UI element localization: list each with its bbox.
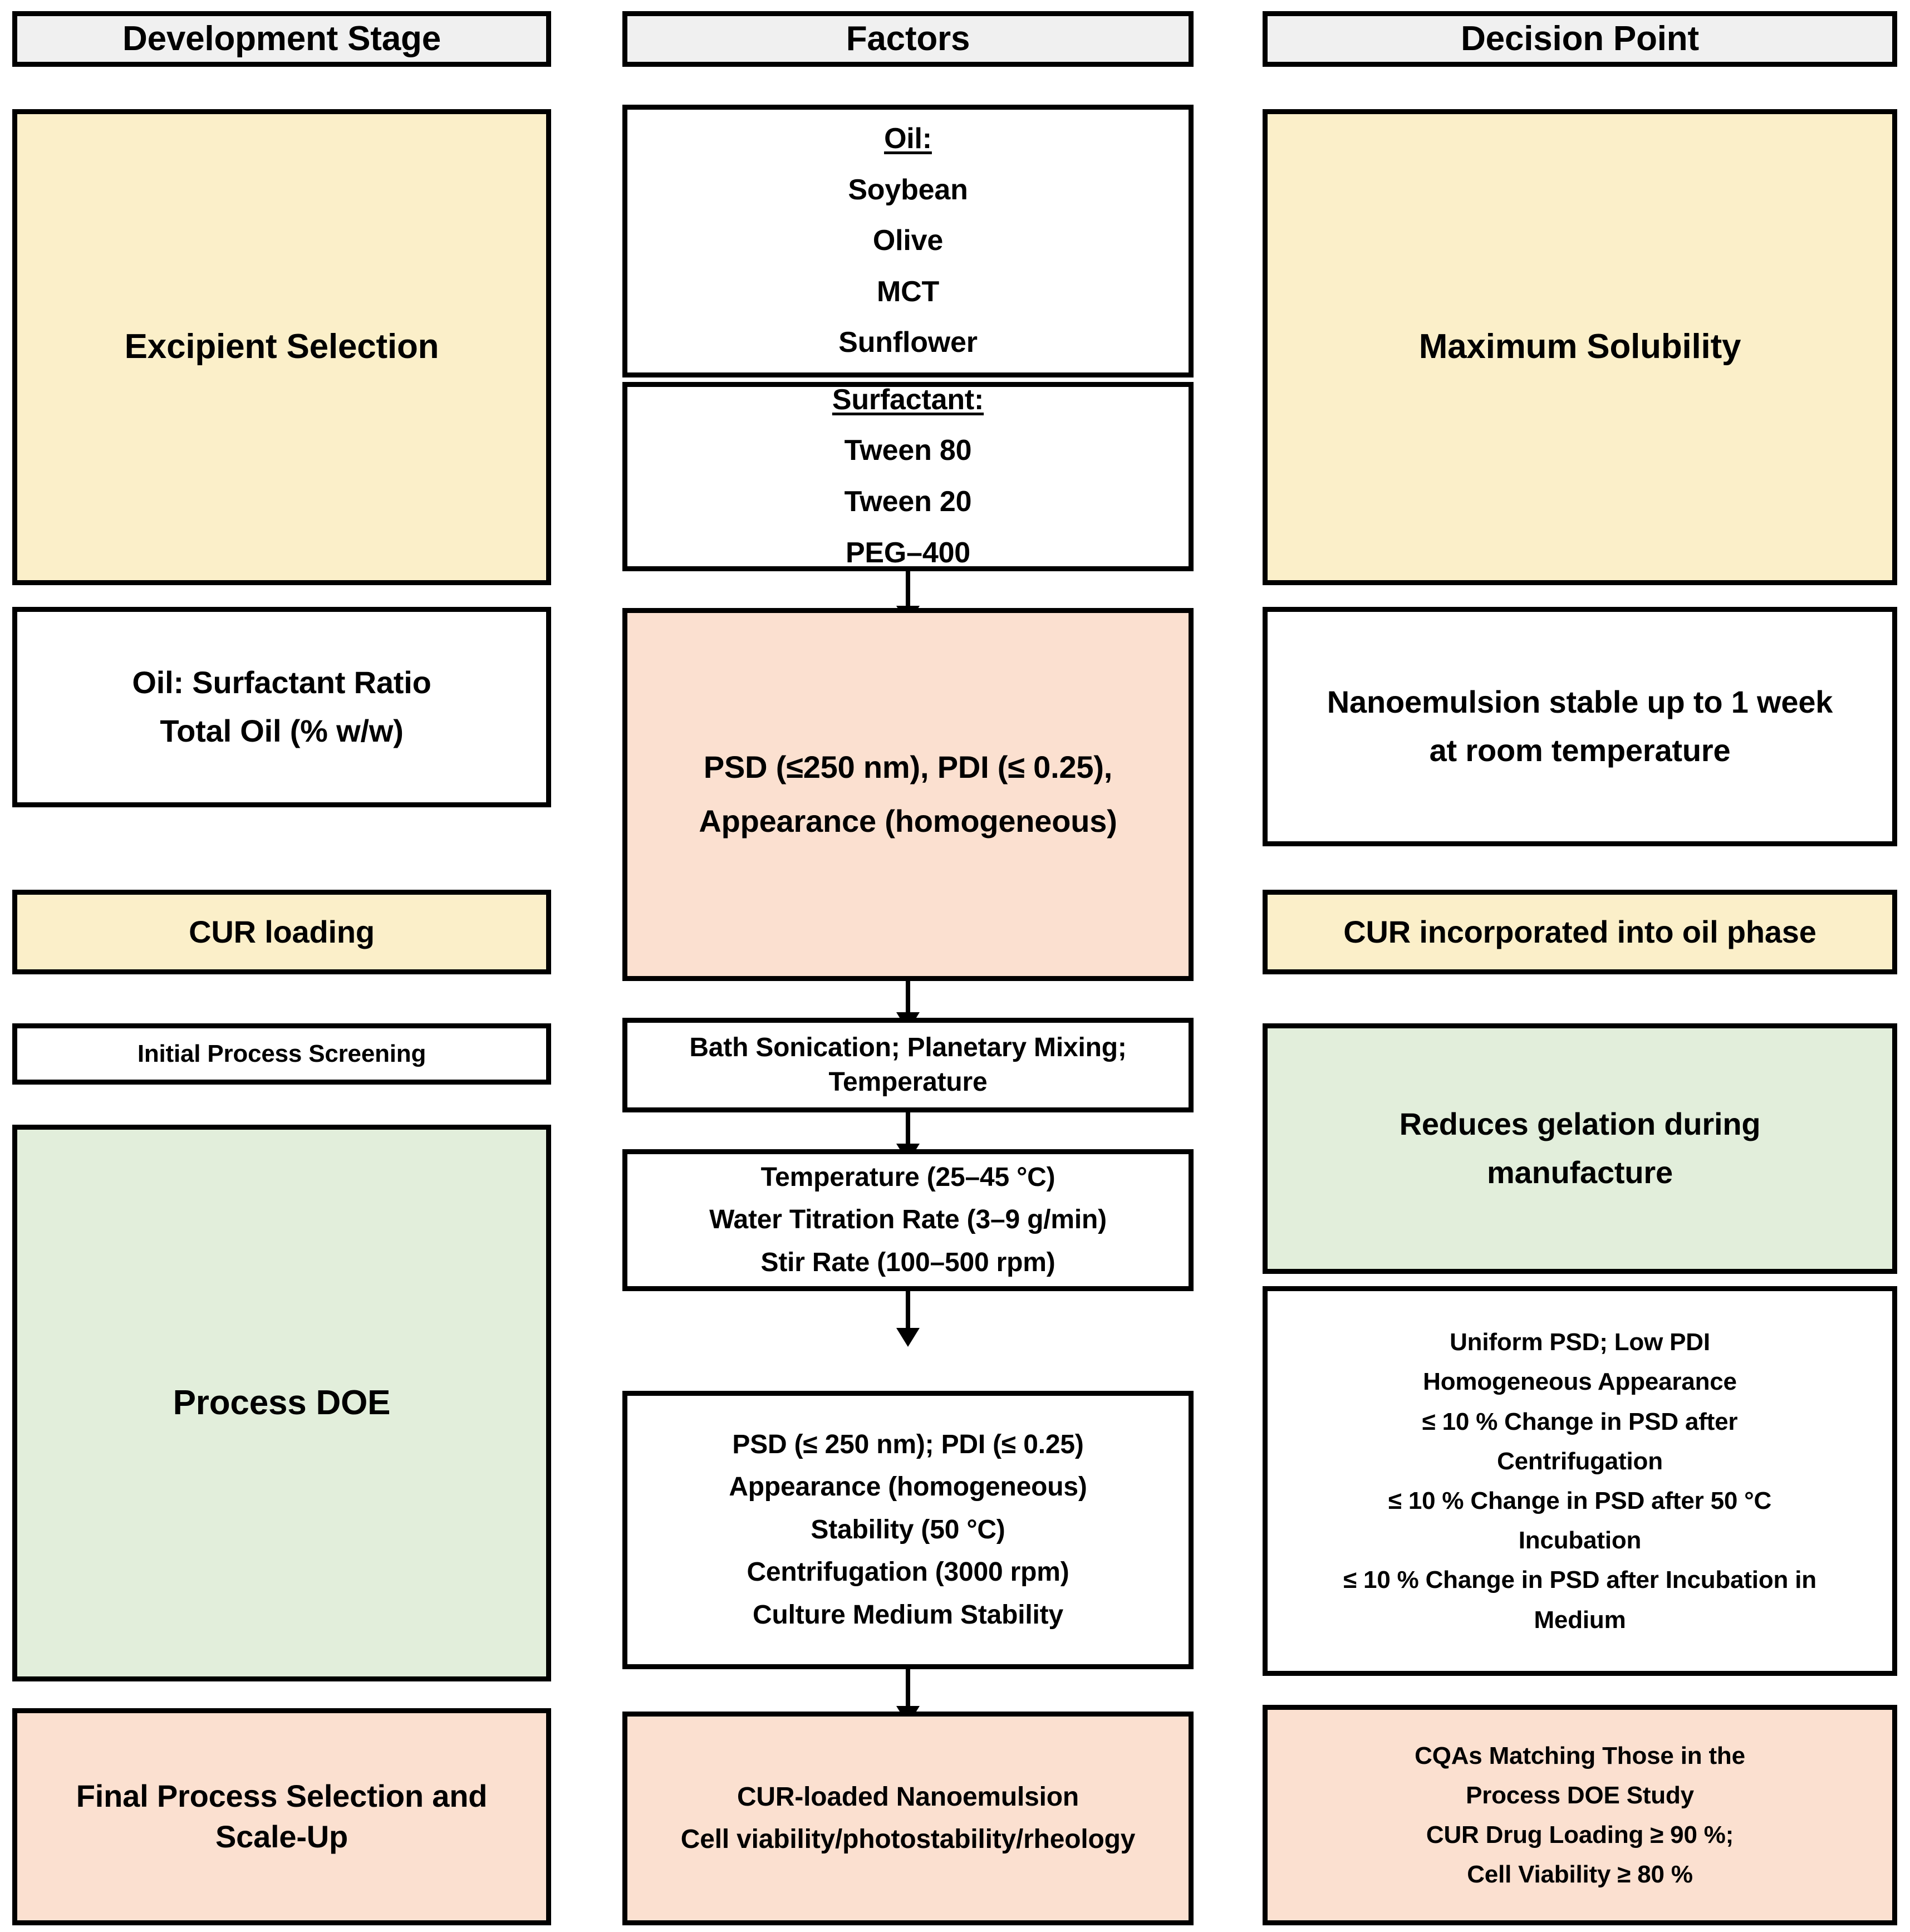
decision-doe-criteria-lines: Uniform PSD; Low PDI Homogeneous Appeara… [1275, 1322, 1884, 1640]
doe-criteria-line-1: Uniform PSD; Low PDI [1450, 1328, 1710, 1356]
stage-process-doe-label: Process DOE [173, 1383, 391, 1422]
factors-surfactant-item-2: Tween 20 [844, 486, 972, 518]
factors-process-screening-lines: Bath Sonication; Planetary Mixing; Tempe… [635, 1031, 1181, 1100]
factors-doe-factor-lines: Temperature (25–45 °C) Water Titration R… [635, 1156, 1181, 1284]
doe-criteria-line-4: Centrifugation [1497, 1447, 1663, 1475]
doe-factor-line-1: Temperature (25–45 °C) [760, 1162, 1055, 1192]
gelation-line-2: manufacture [1487, 1155, 1673, 1190]
decision-nanoemulsion-stability: Nanoemulsion stable up to 1 week at room… [1263, 607, 1897, 846]
final-nanoemulsion-line-2: Cell viability/photostability/rheology [680, 1825, 1136, 1854]
stage-oil-surfactant-ratio-lines: Oil: Surfactant Ratio Total Oil (% w/w) [25, 659, 538, 756]
decision-final-criteria-lines: CQAs Matching Those in the Process DOE S… [1275, 1736, 1884, 1895]
factors-oil-item-1: Soybean [848, 173, 968, 206]
factors-doe-responses: PSD (≤ 250 nm); PDI (≤ 0.25) Appearance … [622, 1391, 1194, 1669]
stage-process-doe: Process DOE [12, 1125, 551, 1681]
decision-final-criteria: CQAs Matching Those in the Process DOE S… [1263, 1705, 1897, 1925]
factors-surfactant-item-3: PEG–400 [845, 536, 971, 569]
final-criteria-line-4: Cell Viability ≥ 80 % [1467, 1861, 1693, 1889]
final-nanoemulsion-line-1: CUR-loaded Nanoemulsion [736, 1782, 1079, 1812]
factors-oil-lines: Oil: Soybean Olive MCT Sunflower [635, 114, 1181, 369]
doe-factor-line-3: Stir Rate (100–500 rpm) [760, 1247, 1055, 1277]
total-oil-line: Total Oil (% w/w) [160, 713, 404, 748]
factors-oil-list: Oil: Soybean Olive MCT Sunflower [622, 105, 1194, 377]
column-header-factors: Factors [622, 11, 1194, 67]
column-header-development-stage-label: Development Stage [122, 19, 441, 58]
doe-response-line-5: Culture Medium Stability [753, 1600, 1063, 1630]
decision-doe-criteria: Uniform PSD; Low PDI Homogeneous Appeara… [1263, 1286, 1897, 1676]
excipient-cqa-line-2: Appearance (homogeneous) [699, 803, 1117, 838]
factors-doe-factors: Temperature (25–45 °C) Water Titration R… [622, 1149, 1194, 1291]
oil-surfactant-ratio-line: Oil: Surfactant Ratio [132, 665, 431, 700]
factors-final-nanoemulsion: CUR-loaded Nanoemulsion Cell viability/p… [622, 1712, 1194, 1925]
factors-oil-item-2: Olive [872, 224, 944, 257]
doe-response-line-1: PSD (≤ 250 nm); PDI (≤ 0.25) [732, 1430, 1084, 1460]
process-screening-line-2: Temperature [828, 1067, 988, 1097]
decision-nanoemulsion-stability-lines: Nanoemulsion stable up to 1 week at room… [1275, 678, 1884, 775]
factors-surfactant-item-1: Tween 80 [844, 434, 972, 467]
factors-doe-response-lines: PSD (≤ 250 nm); PDI (≤ 0.25) Appearance … [635, 1424, 1181, 1636]
doe-response-line-2: Appearance (homogeneous) [729, 1472, 1087, 1502]
doe-criteria-line-8: Medium [1534, 1606, 1626, 1634]
final-process-line-1: Final Process Selection and [76, 1778, 488, 1814]
factors-final-lines: CUR-loaded Nanoemulsion Cell viability/p… [635, 1776, 1181, 1861]
factors-excipient-cqas: PSD (≤250 nm), PDI (≤ 0.25), Appearance … [622, 608, 1194, 981]
stage-initial-process-screening: Initial Process Screening [12, 1023, 551, 1085]
decision-reduces-gelation: Reduces gelation during manufacture [1263, 1023, 1897, 1274]
stage-excipient-selection: Excipient Selection [12, 109, 551, 585]
doe-criteria-line-2: Homogeneous Appearance [1423, 1368, 1737, 1396]
decision-reduces-gelation-lines: Reduces gelation during manufacture [1275, 1100, 1884, 1197]
stage-excipient-selection-label: Excipient Selection [124, 327, 439, 366]
stability-line-1: Nanoemulsion stable up to 1 week [1327, 684, 1833, 720]
final-criteria-line-3: CUR Drug Loading ≥ 90 %; [1426, 1821, 1734, 1848]
factors-surfactant-heading: Surfactant: [832, 383, 984, 416]
stage-final-process-selection: Final Process Selection and Scale-Up [12, 1708, 551, 1925]
column-header-factors-label: Factors [846, 19, 970, 58]
final-process-line-2: Scale-Up [215, 1819, 348, 1854]
decision-cur-oil-phase-label: CUR incorporated into oil phase [1343, 914, 1816, 949]
factors-surfactant-list: Surfactant: Tween 80 Tween 20 PEG–400 [622, 382, 1194, 571]
excipient-cqa-line-1: PSD (≤250 nm), PDI (≤ 0.25), [703, 749, 1113, 785]
factors-surfactant-lines: Surfactant: Tween 80 Tween 20 PEG–400 [635, 375, 1181, 578]
decision-maximum-solubility: Maximum Solubility [1263, 109, 1897, 585]
doe-criteria-line-5: ≤ 10 % Change in PSD after 50 °C [1388, 1487, 1772, 1514]
process-screening-line-1: Bath Sonication; Planetary Mixing; [689, 1032, 1127, 1062]
doe-response-line-4: Centrifugation (3000 rpm) [747, 1557, 1069, 1587]
doe-criteria-line-6: Incubation [1518, 1527, 1642, 1555]
factors-excipient-cqa-lines: PSD (≤250 nm), PDI (≤ 0.25), Appearance … [635, 741, 1181, 849]
factors-process-screening: Bath Sonication; Planetary Mixing; Tempe… [622, 1018, 1194, 1112]
column-header-development-stage: Development Stage [12, 11, 551, 67]
stage-final-process-lines: Final Process Selection and Scale-Up [25, 1776, 538, 1857]
stage-oil-surfactant-ratio: Oil: Surfactant Ratio Total Oil (% w/w) [12, 607, 551, 807]
stage-cur-loading-label: CUR loading [189, 914, 375, 949]
decision-cur-oil-phase: CUR incorporated into oil phase [1263, 890, 1897, 974]
final-criteria-line-1: CQAs Matching Those in the [1415, 1742, 1745, 1769]
column-header-decision-point-label: Decision Point [1461, 19, 1699, 58]
stage-initial-process-screening-label: Initial Process Screening [137, 1040, 426, 1068]
factors-oil-item-3: MCT [876, 275, 940, 308]
column-header-decision-point: Decision Point [1263, 11, 1897, 67]
stability-line-2: at room temperature [1429, 733, 1731, 768]
doe-criteria-line-7: ≤ 10 % Change in PSD after Incubation in [1343, 1566, 1816, 1594]
doe-criteria-line-3: ≤ 10 % Change in PSD after [1422, 1408, 1738, 1435]
decision-maximum-solubility-label: Maximum Solubility [1418, 327, 1741, 366]
stage-cur-loading: CUR loading [12, 890, 551, 974]
doe-factor-line-2: Water Titration Rate (3–9 g/min) [709, 1205, 1107, 1235]
factors-oil-heading: Oil: [884, 122, 932, 155]
final-criteria-line-2: Process DOE Study [1466, 1781, 1694, 1809]
gelation-line-1: Reduces gelation during [1399, 1106, 1761, 1142]
doe-response-line-3: Stability (50 °C) [811, 1514, 1005, 1544]
factors-oil-item-4: Sunflower [838, 326, 978, 359]
